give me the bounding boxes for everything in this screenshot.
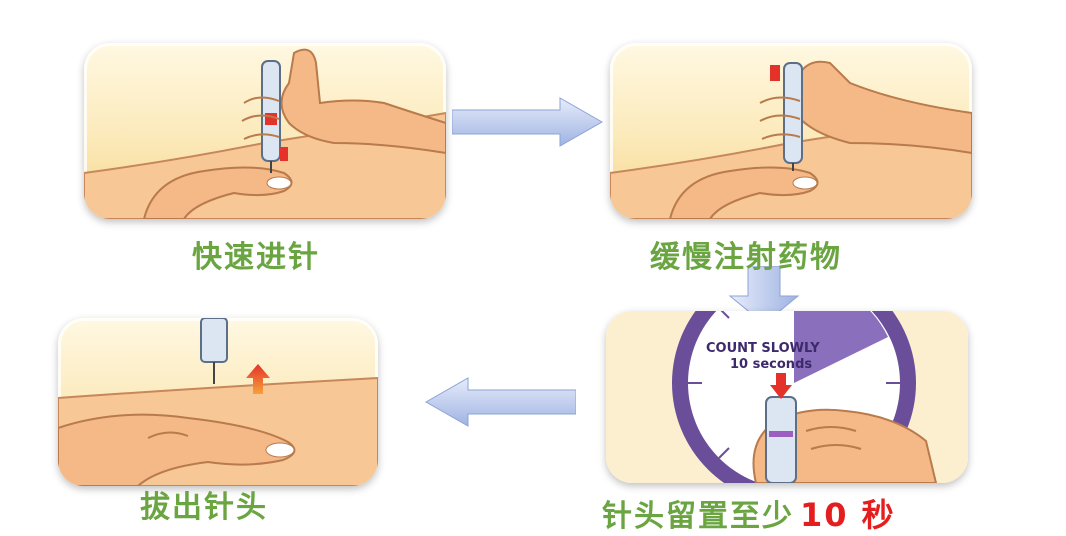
right-arrow-icon: [452, 97, 604, 147]
step-2-image: [610, 43, 972, 219]
red-down-arrow-icon: [770, 373, 792, 399]
step-4-image: [58, 318, 378, 486]
down-arrow-icon: [728, 266, 800, 325]
step-3-image: COUNT SLOWLY 10 seconds: [606, 311, 968, 483]
step-2-caption: 缓慢注射药物: [650, 240, 842, 275]
step-1-caption: 快速进针: [192, 240, 320, 275]
step-4-caption: 拔出针头: [140, 490, 268, 525]
step-3-caption-text: 针头留置至少: [602, 499, 794, 534]
left-arrow-icon: [424, 377, 576, 427]
step-1-image: [84, 43, 446, 219]
clock-label-line1: COUNT SLOWLY: [706, 341, 820, 356]
step-3-highlight: 10 秒: [800, 496, 896, 534]
red-up-arrow-icon: [246, 364, 270, 394]
clock-label-line2: 10 seconds: [730, 357, 813, 372]
